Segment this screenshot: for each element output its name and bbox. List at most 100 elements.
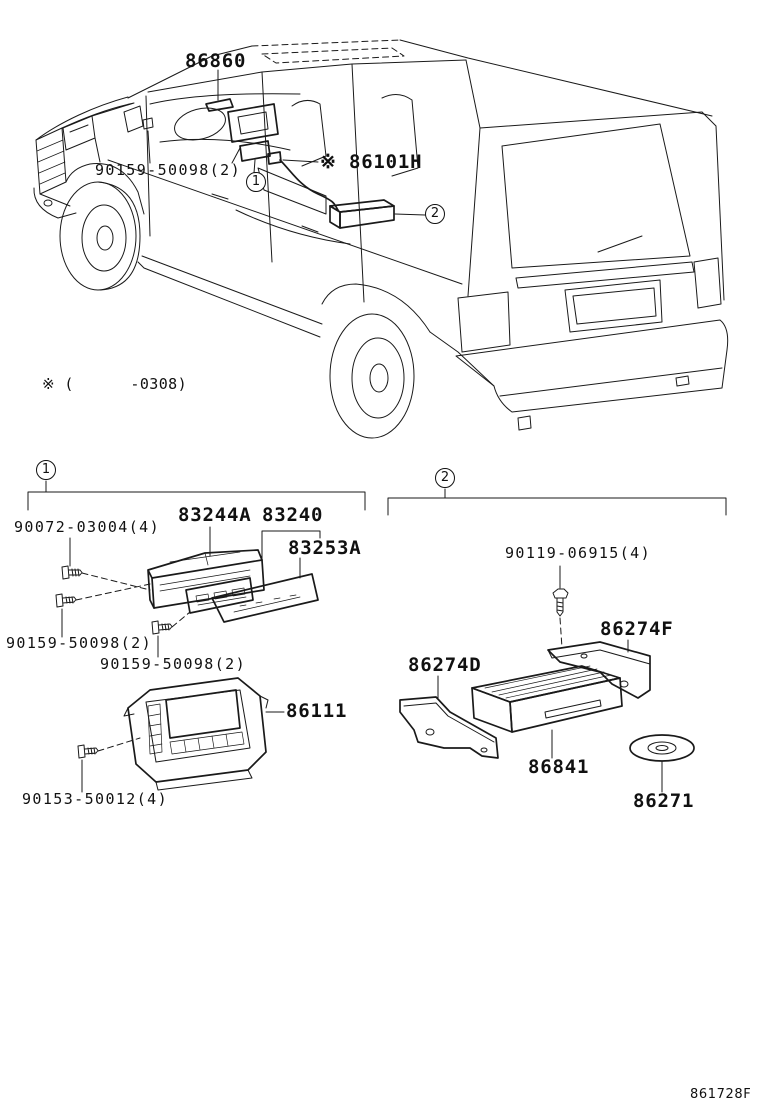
front-wheel-hub bbox=[96, 225, 114, 251]
part-label-90072-03004: 90072-03004(4) bbox=[14, 518, 161, 536]
rear-bumper bbox=[455, 319, 729, 413]
bracket-86274d-flange bbox=[403, 702, 495, 743]
navigation-display-in-dash bbox=[227, 103, 279, 143]
navigation-display-screen bbox=[237, 111, 269, 135]
dashed-guide-90159-b bbox=[171, 611, 191, 628]
front-bumper bbox=[33, 187, 77, 219]
group-1-ref: 1 bbox=[36, 460, 56, 480]
part-label-86111: 86111 bbox=[286, 700, 348, 722]
part-label-86860: 86860 bbox=[185, 50, 247, 72]
dash-top-piece bbox=[205, 98, 234, 112]
group-1-bracket bbox=[27, 480, 366, 511]
hood bbox=[35, 96, 135, 141]
control-housing-vents bbox=[159, 551, 251, 592]
rear-body-corner bbox=[467, 127, 481, 297]
disc-86271 bbox=[629, 734, 695, 762]
rear-window bbox=[501, 123, 691, 269]
part-label-90159-50098-a: 90159-50098(2) bbox=[6, 634, 153, 652]
disc-86271-hub bbox=[647, 741, 677, 755]
display-side-buttons bbox=[147, 703, 163, 755]
left-tail-lamp bbox=[457, 291, 511, 353]
rocker-panel bbox=[137, 255, 323, 338]
screw-90119 bbox=[552, 588, 569, 617]
part-label-90159-50098: 90159-50098(2) bbox=[95, 161, 242, 179]
bumper-tabs bbox=[517, 375, 690, 431]
control-panel-in-dash bbox=[239, 140, 271, 162]
sunroof bbox=[261, 47, 405, 64]
grille-bars bbox=[36, 139, 66, 185]
dashed-guide-90153 bbox=[97, 737, 141, 752]
callout-ref-1: 1 bbox=[246, 172, 266, 192]
hatch-right-edge bbox=[701, 111, 725, 301]
period-note: ※ ( -0308) bbox=[42, 375, 187, 393]
leader-ref-1 bbox=[253, 159, 256, 174]
rear-wiper bbox=[597, 235, 643, 253]
overview-leader-lines bbox=[147, 69, 426, 216]
bracket-86274d bbox=[399, 696, 499, 759]
bracket-86274f bbox=[547, 641, 651, 699]
bracket-86274d-slot bbox=[480, 747, 488, 753]
steering-wheel bbox=[174, 107, 226, 141]
hatch-top bbox=[479, 111, 703, 129]
group-2-ref: 2 bbox=[435, 468, 455, 488]
part-label-83253a: 83253A bbox=[288, 537, 362, 559]
screw-90159-b bbox=[151, 620, 173, 635]
leader-90159-b bbox=[231, 147, 241, 164]
part-label-86274d: 86274D bbox=[408, 654, 482, 676]
display-mounting-tabs bbox=[123, 695, 269, 717]
dash-screw bbox=[142, 117, 154, 130]
display-screen bbox=[165, 689, 241, 739]
front-wheel-rim bbox=[81, 204, 127, 272]
display-bottom-buttons bbox=[169, 731, 245, 755]
part-label-86271: 86271 bbox=[633, 790, 695, 812]
front-tire-tread bbox=[97, 181, 141, 291]
d-pillar bbox=[465, 59, 481, 129]
cable-connector bbox=[267, 151, 282, 165]
faceplate bbox=[211, 573, 319, 623]
roof-edge bbox=[251, 39, 401, 47]
hatch-garnish bbox=[515, 261, 695, 289]
rear-wheel-rim bbox=[351, 337, 405, 419]
c-pillar bbox=[351, 63, 365, 303]
rear-quarter-lower bbox=[429, 331, 495, 387]
control-panel bbox=[185, 577, 254, 614]
screw-90153 bbox=[77, 744, 99, 759]
rear-seat bbox=[381, 94, 419, 177]
unit-86841-front bbox=[471, 687, 513, 733]
callout-ref-2: 2 bbox=[425, 204, 445, 224]
faceplate-markings bbox=[233, 594, 301, 613]
bracket-86274f-flange bbox=[547, 649, 651, 665]
front-fender bbox=[65, 137, 145, 215]
headlight bbox=[62, 115, 96, 151]
belt-line bbox=[107, 159, 463, 285]
right-tail-lamp bbox=[693, 257, 722, 309]
group-1 bbox=[27, 480, 366, 793]
unit-86841-disc-slot bbox=[544, 699, 602, 719]
roof-rear-edge bbox=[399, 39, 713, 117]
dashed-guide-90072 bbox=[81, 572, 151, 591]
rear-tire bbox=[329, 313, 415, 439]
unit-86841-side bbox=[509, 677, 623, 733]
leader-86101h bbox=[282, 159, 319, 163]
floor-line bbox=[235, 209, 351, 245]
dashed-guide-90159-a bbox=[75, 583, 151, 601]
rear-fender-arch bbox=[321, 283, 431, 333]
disc-86271-hole bbox=[655, 745, 669, 751]
screw-90159-a bbox=[55, 593, 77, 608]
part-label-90119-06915: 90119-06915(4) bbox=[505, 544, 652, 562]
front-tire bbox=[59, 181, 137, 291]
screw-90072 bbox=[61, 565, 83, 580]
control-housing-front bbox=[151, 559, 265, 609]
leader-83240 bbox=[261, 530, 321, 564]
rear-wheel-hub bbox=[369, 363, 389, 393]
part-label-90153-50012: 90153-50012(4) bbox=[22, 790, 169, 808]
unit-86841-ribs bbox=[484, 665, 612, 699]
group-2 bbox=[387, 488, 727, 793]
b-pillar bbox=[261, 71, 273, 263]
part-label-90159-50098-b: 90159-50098(2) bbox=[100, 655, 247, 673]
vehicle-highlighted-parts bbox=[142, 98, 395, 229]
fog-lamp bbox=[43, 199, 53, 207]
license-plate-recess bbox=[564, 279, 663, 333]
a-pillar bbox=[127, 55, 213, 99]
